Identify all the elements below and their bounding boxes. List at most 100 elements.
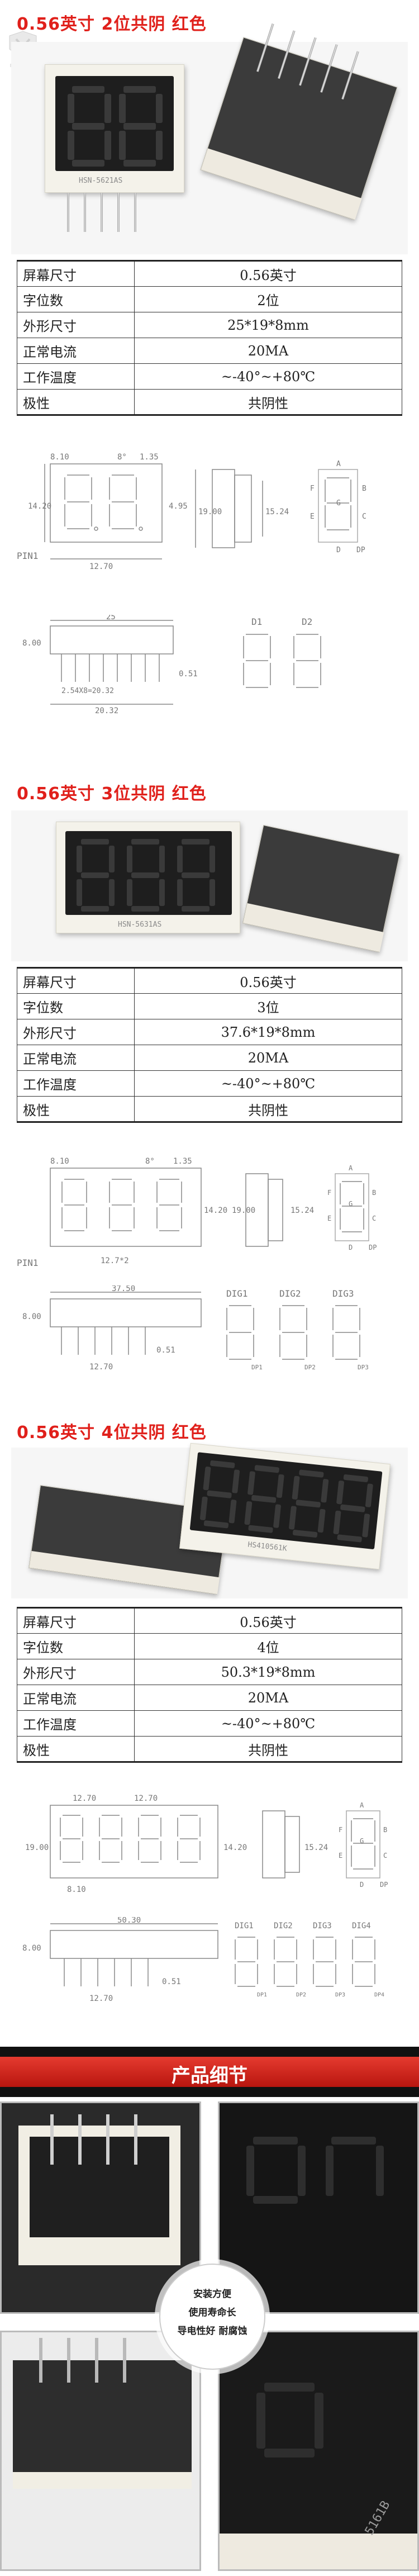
table-row: 工作温度~-40°~+80℃ [17, 1070, 402, 1097]
svg-text:DIG1: DIG1 [226, 1288, 248, 1299]
svg-text:12.70: 12.70 [89, 1994, 113, 2003]
product-photo-3digit: HSN-5631AS [11, 810, 408, 961]
svg-text:8.00: 8.00 [22, 1944, 41, 1953]
svg-text:DP: DP [356, 546, 365, 554]
svg-text:37.50: 37.50 [112, 1285, 135, 1293]
section-title-4digit: 0.56英寸 4位共阴 红色 [17, 1423, 207, 1443]
feature-badge: 安装方便 使用寿命长 导电性好 耐腐蚀 [159, 2264, 265, 2370]
svg-text:C: C [383, 1852, 387, 1859]
svg-text:F: F [310, 485, 315, 493]
svg-text:D: D [360, 1881, 364, 1889]
svg-text:14.20: 14.20 [28, 502, 51, 511]
svg-text:12.70: 12.70 [89, 562, 113, 571]
table-row: 极性共阴性 [17, 1096, 402, 1123]
svg-text:DIG2: DIG2 [279, 1288, 301, 1299]
section-title-2digit: 0.56英寸 2位共阴 红色 [17, 15, 207, 34]
product-photo-2digit: HSN-5621AS [11, 23, 408, 254]
detail-photo-mark: 5161B [218, 2331, 419, 2571]
svg-text:DP3: DP3 [335, 1992, 345, 1998]
svg-text:PIN1: PIN1 [17, 1258, 39, 1268]
side-drawing-2digit: 25 8.00 0.51 2.54X8=20.32 20.32 D1 D2 [11, 615, 408, 715]
svg-text:DP3: DP3 [358, 1364, 369, 1371]
svg-text:8°: 8° [117, 453, 127, 462]
svg-text:DP4: DP4 [374, 1992, 384, 1998]
svg-text:15.24: 15.24 [265, 507, 289, 516]
svg-text:8.00: 8.00 [22, 1312, 41, 1321]
detail-banner: 产品细节 [0, 2047, 419, 2097]
svg-text:DP1: DP1 [251, 1364, 263, 1371]
part-number-mark: HSN-5631AS [118, 921, 162, 929]
svg-text:G: G [336, 499, 341, 507]
svg-text:50.30: 50.30 [117, 1917, 141, 1925]
svg-text:A: A [349, 1164, 353, 1172]
svg-text:D: D [349, 1244, 353, 1251]
svg-text:F: F [339, 1826, 342, 1834]
svg-text:E: E [327, 1215, 331, 1222]
side-drawing-4digit: 50.30 8.00 0.51 12.70 DIG1 DIG2 DIG3 DIG… [11, 1917, 408, 2023]
svg-text:12.70: 12.70 [89, 1363, 113, 1372]
table-row: 工作温度~-40°~+80℃ [17, 363, 402, 390]
svg-text:8.10: 8.10 [50, 453, 69, 462]
detail-photo-side [0, 2331, 201, 2571]
svg-text:D: D [336, 546, 341, 554]
section-title-3digit: 0.56英寸 3位共阴 红色 [17, 784, 207, 804]
part-number-mark: HSN-5621AS [79, 177, 123, 185]
svg-text:19.00: 19.00 [232, 1206, 255, 1215]
part-number-mark: HS410561K [247, 1540, 288, 1553]
svg-text:A: A [360, 1801, 364, 1809]
table-row: 工作温度~-40°~+80℃ [17, 1710, 402, 1737]
detail-photo-digits [218, 2101, 419, 2314]
svg-text:DIG1: DIG1 [235, 1922, 254, 1930]
svg-text:8°: 8° [145, 1157, 155, 1166]
product-photo-4digit: HS410561K [11, 1443, 408, 1598]
dimension-drawing-2digit: 8.10 8° 1.35 4.95 14.20 12.70 PIN1 19.00… [11, 447, 408, 620]
svg-text:E: E [339, 1852, 342, 1859]
svg-text:F: F [327, 1189, 331, 1197]
svg-text:19.00: 19.00 [25, 1843, 49, 1852]
svg-text:14.20: 14.20 [223, 1843, 247, 1852]
svg-text:DIG3: DIG3 [332, 1288, 354, 1299]
svg-text:12.70: 12.70 [134, 1794, 158, 1803]
svg-text:G: G [349, 1200, 353, 1208]
svg-text:0.51: 0.51 [179, 670, 198, 679]
svg-text:8.10: 8.10 [50, 1157, 69, 1166]
svg-text:DP1: DP1 [257, 1992, 267, 1998]
svg-text:25: 25 [106, 615, 116, 622]
svg-text:C: C [362, 513, 366, 521]
svg-text:14.20: 14.20 [204, 1206, 227, 1215]
svg-text:8.00: 8.00 [22, 639, 41, 648]
svg-text:B: B [362, 485, 366, 493]
banner-title: 产品细节 [172, 2065, 247, 2087]
svg-text:0.51: 0.51 [162, 1977, 181, 1986]
svg-text:2.54X8=20.32: 2.54X8=20.32 [61, 687, 114, 695]
detail-photo-pins [0, 2101, 201, 2314]
svg-text:DIG2: DIG2 [274, 1922, 293, 1930]
dimension-drawing-4digit: 12.70 12.70 19.00 14.20 8.10 15.24 A B C… [11, 1789, 408, 1911]
svg-text:4.95: 4.95 [169, 502, 188, 511]
svg-text:B: B [383, 1826, 387, 1834]
svg-text:D2: D2 [302, 616, 312, 627]
table-row: 极性共阴性 [17, 1736, 402, 1763]
svg-text:PIN1: PIN1 [17, 551, 39, 561]
svg-text:1.35: 1.35 [140, 453, 159, 462]
dimension-drawing-3digit: 8.10 8° 1.35 14.20 12.7*2 PIN1 19.00 15.… [11, 1151, 408, 1280]
svg-text:DIG3: DIG3 [313, 1922, 332, 1930]
svg-text:19.00: 19.00 [198, 507, 222, 516]
svg-text:DP: DP [369, 1244, 377, 1251]
svg-text:12.7*2: 12.7*2 [101, 1256, 129, 1265]
svg-text:15.24: 15.24 [304, 1843, 328, 1852]
svg-text:A: A [336, 460, 341, 468]
svg-text:D1: D1 [251, 616, 262, 627]
svg-text:15.24: 15.24 [291, 1206, 314, 1215]
